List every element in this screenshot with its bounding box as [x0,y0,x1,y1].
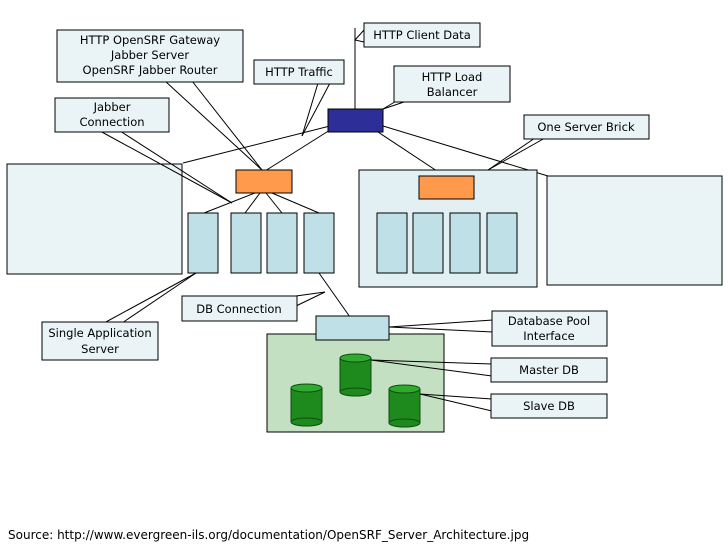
callout-db-pool-interface: Database Pool Interface [491,310,608,347]
app-server-left-1 [187,212,219,274]
far-right-brick-panel [546,175,723,286]
callout-http-traffic: HTTP Traffic [253,59,345,85]
callout-jabber-connection-line2: Connection [79,115,144,129]
callout-gateway-line2: Jabber Server [110,48,189,62]
callout-load-balancer-line1: HTTP Load [422,70,483,84]
callout-http-traffic-text: HTTP Traffic [265,65,333,79]
callout-single-app-server: Single Application Server [41,321,159,361]
callout-single-app-server-line2: Server [81,342,119,356]
app-server-right-1 [376,212,408,274]
callout-jabber-connection-line1: Jabber [93,100,131,114]
router-right [418,175,475,200]
callout-one-server-brick: One Server Brick [523,114,650,140]
callout-load-balancer-line2: Balancer [427,85,478,99]
callout-db-pool-line2: Interface [523,329,575,343]
app-server-right-4 [486,212,518,274]
callout-db-connection: DB Connection [181,295,298,322]
callout-load-balancer: HTTP Load Balancer [393,65,511,103]
master-db-cylinder [339,353,372,397]
app-server-right-2 [412,212,444,274]
app-server-left-4 [303,212,335,274]
callout-slave-db: Slave DB [490,393,608,419]
source-caption: Source: http://www.evergreen-ils.org/doc… [8,528,530,542]
database-pool-interface [315,315,390,341]
callout-master-db-text: Master DB [519,363,579,377]
slave-db-cylinder-left [290,383,323,427]
router-left [235,169,293,194]
app-server-left-2 [230,212,262,274]
load-balancer [327,108,384,133]
left-brick-panel [6,163,183,275]
callout-jabber-connection: Jabber Connection [54,97,170,133]
callout-gateway-line3: OpenSRF Jabber Router [83,63,218,77]
app-server-left-3 [266,212,298,274]
callout-http-client-data: HTTP Client Data [363,22,481,48]
callout-db-connection-text: DB Connection [196,302,281,316]
slave-db-cylinder-right [388,384,421,428]
callout-http-client-data-text: HTTP Client Data [373,28,471,42]
callout-one-server-brick-text: One Server Brick [537,120,635,134]
app-server-right-3 [449,212,481,274]
callout-slave-db-text: Slave DB [523,399,575,413]
callout-db-pool-line1: Database Pool [508,314,590,328]
callout-master-db: Master DB [490,357,608,383]
callout-single-app-server-line1: Single Application [48,326,151,340]
callout-gateway: HTTP OpenSRF Gateway Jabber Server OpenS… [56,29,244,83]
callout-gateway-line1: HTTP OpenSRF Gateway [80,33,220,47]
